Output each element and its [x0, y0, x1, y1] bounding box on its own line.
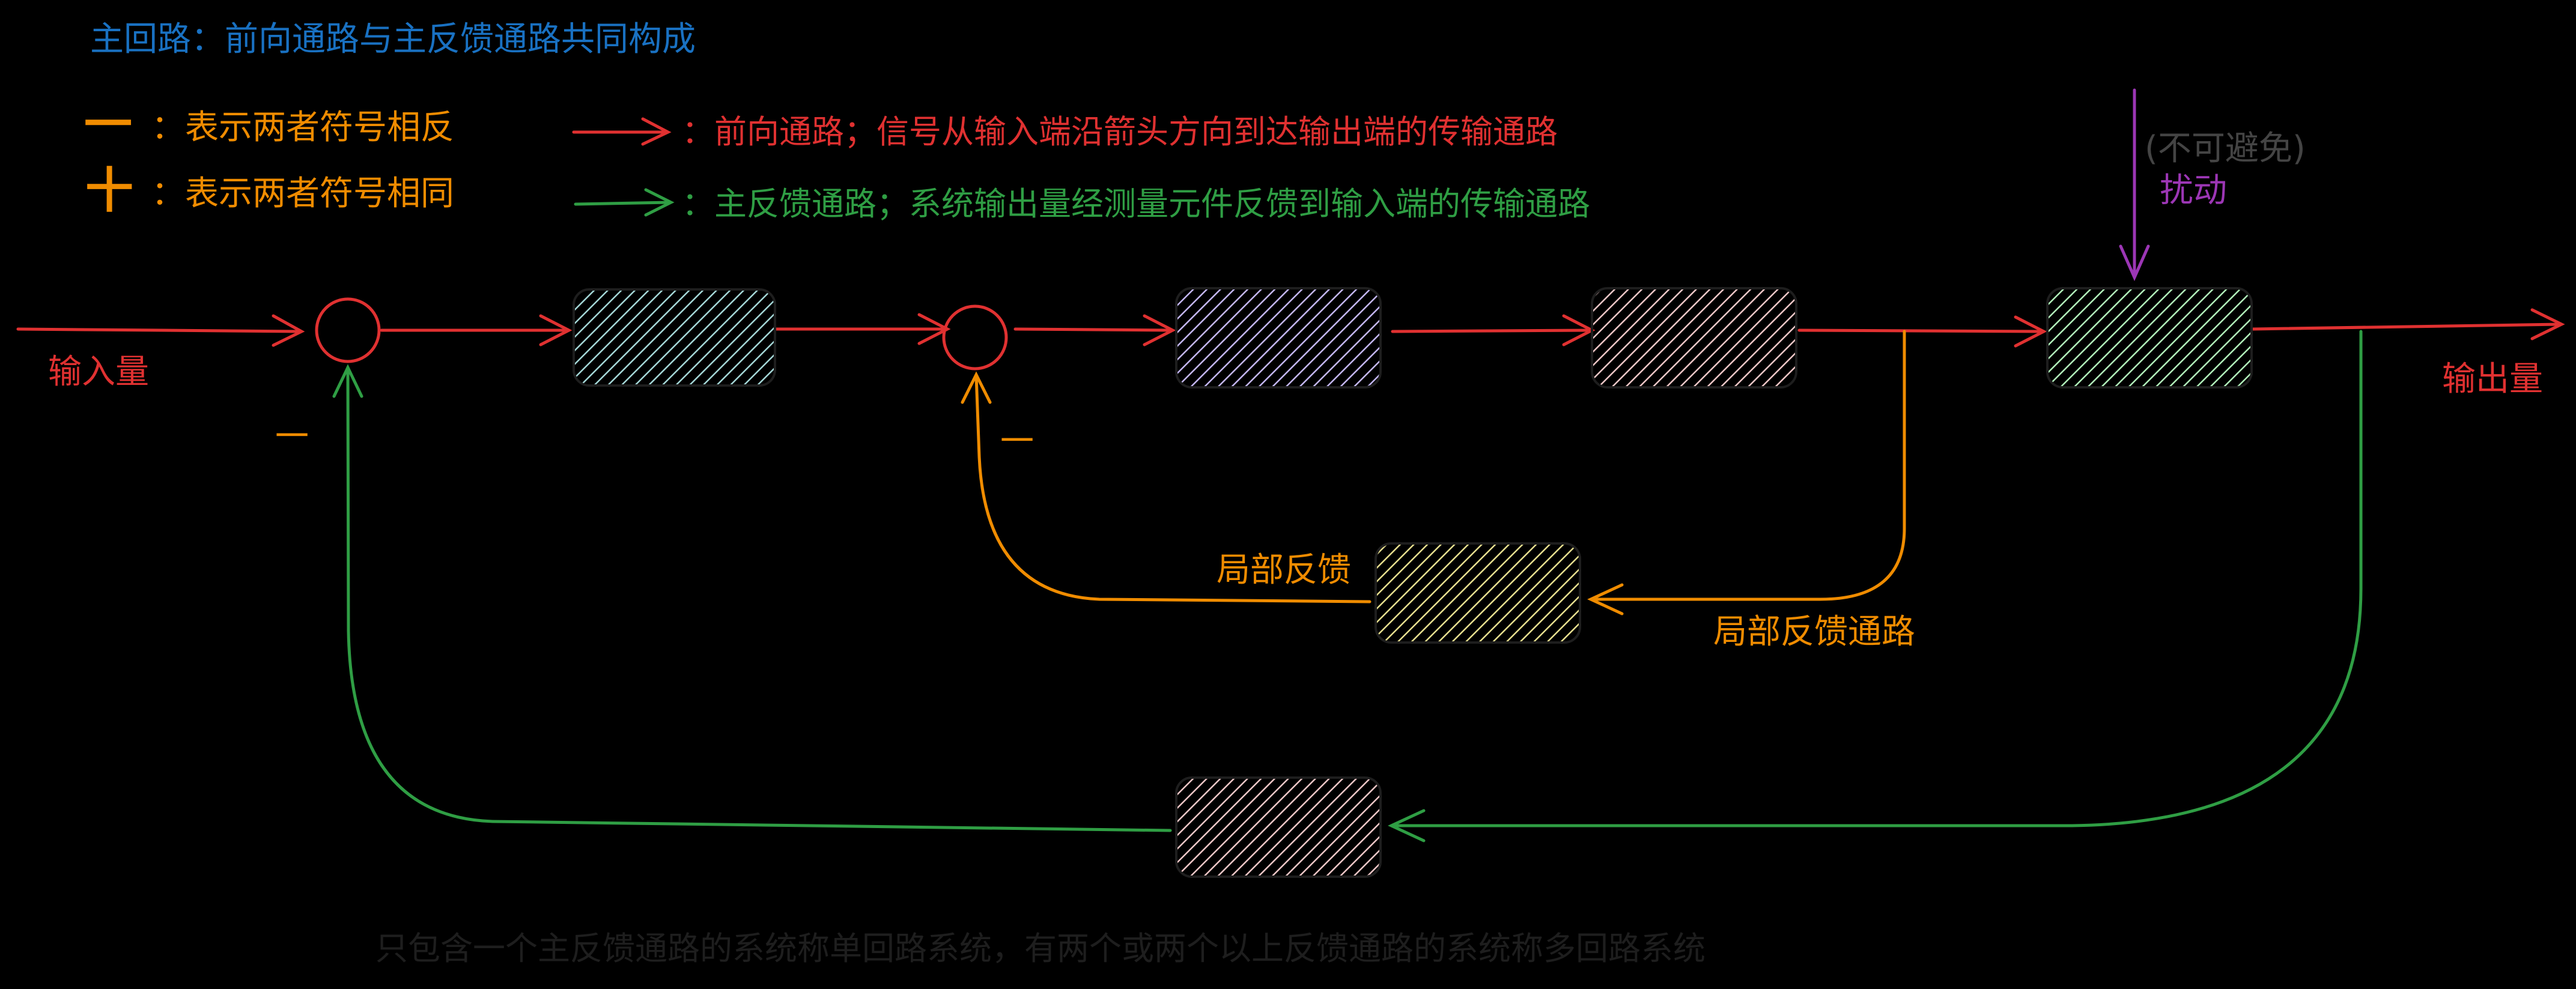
summing-junction-2 — [942, 304, 1008, 370]
disturbance-label: 扰动 — [2160, 171, 2227, 210]
disturbance-arrow — [2119, 88, 2150, 282]
legend-feedback-text: ：主反馈通路；系统输出量经测量元件反馈到输入端的传输通路 — [682, 185, 1590, 223]
block-3 — [1591, 287, 1797, 389]
block-plant — [2046, 287, 2253, 389]
block-local-feedback — [1375, 542, 1581, 644]
summing-junction-1-sign: 一 — [275, 417, 309, 456]
block-measurement — [1175, 776, 1382, 878]
local-feedback-path — [961, 330, 1906, 615]
legend-forward-text: ：前向通路；信号从输入端沿箭头方向到达输出端的传输通路 — [682, 113, 1558, 151]
legend-forward-arrow — [572, 117, 672, 146]
output-label: 输出量 — [2442, 360, 2543, 399]
main-feedback-path — [332, 330, 2363, 842]
legend-plus-text: ：表示两者符号相同 — [151, 174, 454, 213]
summing-junction-1 — [315, 297, 381, 363]
diagram-title: 主回路：前向通路与主反馈通路共同构成 — [90, 20, 696, 59]
summing-junction-2-sign: 一 — [1000, 422, 1034, 461]
input-label: 输入量 — [48, 352, 149, 392]
legend-plus-symbol: 十 — [85, 163, 133, 219]
legend-feedback-arrow — [574, 188, 675, 217]
block-controller — [573, 288, 776, 387]
local-feedback-label: 局部反馈 — [1217, 551, 1351, 590]
block-2 — [1175, 287, 1382, 389]
local-feedback-path-label: 局部反馈通路 — [1713, 612, 1915, 652]
legend-minus-text: ：表示两者符号相反 — [151, 108, 454, 147]
disturbance-note: (不可避免) — [2145, 129, 2306, 168]
legend-minus-symbol: 一 — [84, 97, 132, 153]
footer-note: 只包含一个主反馈通路的系统称单回路系统，有两个或两个以上反馈通路的系统称多回路系… — [375, 930, 1706, 967]
